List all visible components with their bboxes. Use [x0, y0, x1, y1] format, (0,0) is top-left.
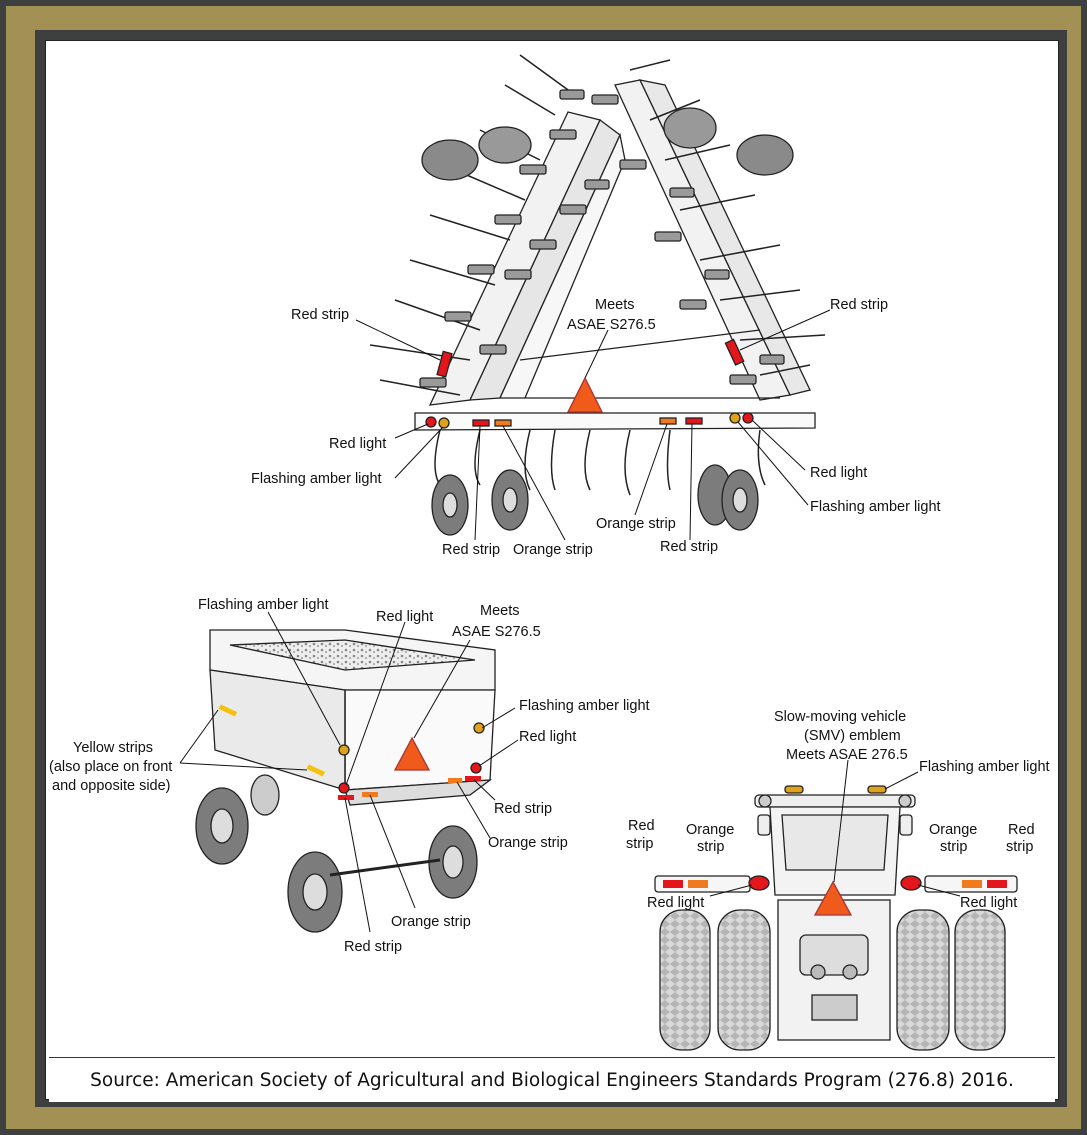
label-yellow-1: Yellow strips [73, 740, 153, 756]
label-orange-strip-center: Orange strip [596, 516, 676, 532]
label-orange-strip-bottom: Orange strip [513, 542, 593, 558]
cultivator-leaders [355, 309, 831, 541]
label-yellow-3: and opposite side) [52, 778, 171, 794]
label-red-strip-right: Red strip [830, 297, 888, 313]
label-flashing-left: Flashing amber light [251, 471, 382, 487]
label-wagon-orange-strip-bottom: Orange strip [391, 914, 471, 930]
label-wagon-flashing-right: Flashing amber light [519, 698, 650, 714]
label-tractor-orange-strip-left-2: strip [697, 839, 724, 855]
label-wagon-flashing-top: Flashing amber light [198, 597, 329, 613]
red-light-left-icon [425, 416, 437, 428]
tractor-amber-right-icon [867, 785, 887, 794]
label-tractor-red-strip-right-2: strip [1006, 839, 1033, 855]
yellow-strip-rear [306, 764, 326, 777]
tractor-leaders [709, 759, 961, 897]
amber-light-right-icon [729, 412, 741, 424]
red-strip-wing-right [724, 338, 745, 366]
tractor-orange-strip-left [688, 880, 708, 888]
tractor-labels: Slow-moving vehicle (SMV) emblem Meets A… [626, 709, 1050, 911]
red-light-right-icon [742, 412, 754, 424]
label-tractor-orange-strip-left-1: Orange [686, 822, 734, 838]
label-tractor-red-strip-left-1: Red [628, 818, 655, 834]
tractor-red-strip-right [987, 880, 1007, 888]
label-tractor-flashing: Flashing amber light [919, 759, 1050, 775]
label-red-light-left: Red light [329, 436, 386, 452]
left-wing [369, 54, 626, 406]
label-smv-2: (SMV) emblem [804, 728, 901, 744]
label-wagon-red-light-top: Red light [376, 609, 433, 625]
label-red-strip-bottom-left: Red strip [442, 542, 500, 558]
smv-emblem-wagon [393, 736, 431, 771]
orange-strip-bar-left [494, 419, 512, 427]
label-wagon-meets-2: ASAE S276.5 [452, 624, 541, 640]
label-flashing-right: Flashing amber light [810, 499, 941, 515]
label-tractor-red-strip-right-1: Red [1008, 822, 1035, 838]
wagon-labels: Flashing amber light Red light Meets ASA… [49, 597, 650, 955]
label-wagon-red-strip-bottom: Red strip [344, 939, 402, 955]
wagon-amber-right-icon [473, 722, 485, 734]
right-wing [591, 59, 826, 401]
label-wagon-red-strip-right: Red strip [494, 801, 552, 817]
wagon-red-light-right-icon [470, 762, 482, 774]
tractor-tires [659, 909, 1006, 1051]
wagon-red-strip-right [465, 776, 481, 781]
wagon-orange-strip-right [448, 778, 462, 783]
label-red-light-right: Red light [810, 465, 867, 481]
label-wagon-orange-strip-right: Orange strip [488, 835, 568, 851]
tractor-red-strip-left [663, 880, 683, 888]
label-meets-1: Meets [595, 297, 635, 313]
tractor-amber-left-icon [784, 785, 804, 794]
field-cultivator [369, 54, 826, 536]
amber-light-left-icon [438, 417, 450, 429]
transport-wheels-left [421, 126, 532, 181]
label-red-strip-left: Red strip [291, 307, 349, 323]
red-strip-bar-right [685, 417, 703, 425]
wagon-wheels [195, 787, 478, 933]
label-meets-2: ASAE S276.5 [567, 317, 656, 333]
label-tractor-orange-strip-right-2: strip [940, 839, 967, 855]
wagon-leaders [179, 611, 519, 933]
tractor-red-light-left-icon [748, 875, 770, 891]
tractor-red-light-right-icon [900, 875, 922, 891]
wagon-red-strip-left [338, 795, 354, 800]
wagon-orange-strip-left [362, 792, 378, 797]
smv-emblem-cultivator [566, 376, 604, 413]
label-tractor-red-light-right: Red light [960, 895, 1017, 911]
cultivator-wheels [431, 464, 759, 536]
label-smv-3: Meets ASAE 276.5 [786, 747, 908, 763]
transport-wheels-right [663, 107, 794, 176]
wagon-amber-left-icon [338, 744, 350, 756]
red-strip-wing-left [436, 350, 453, 378]
label-red-strip-bottom-right: Red strip [660, 539, 718, 555]
label-yellow-2: (also place on front [49, 759, 172, 775]
red-strip-bar-left [472, 419, 490, 427]
label-tractor-orange-strip-right-1: Orange [929, 822, 977, 838]
label-wagon-red-light-right: Red light [519, 729, 576, 745]
label-wagon-meets-1: Meets [480, 603, 520, 619]
wagon-red-light-left-icon [338, 782, 350, 794]
yellow-strip-front [218, 704, 238, 717]
label-tractor-red-strip-left-2: strip [626, 836, 653, 852]
smv-emblem-tractor [813, 880, 853, 916]
tractor-rear [654, 785, 1018, 1051]
label-tractor-red-light-left: Red light [647, 895, 704, 911]
cultivator-labels: Red strip Meets ASAE S276.5 Red strip Re… [251, 297, 941, 558]
gravity-wagon [195, 629, 496, 933]
label-smv-1: Slow-moving vehicle [774, 709, 906, 725]
tractor-orange-strip-right [962, 880, 982, 888]
source-caption: Source: American Society of Agricultural… [49, 1057, 1055, 1102]
orange-strip-bar-right [659, 417, 677, 425]
